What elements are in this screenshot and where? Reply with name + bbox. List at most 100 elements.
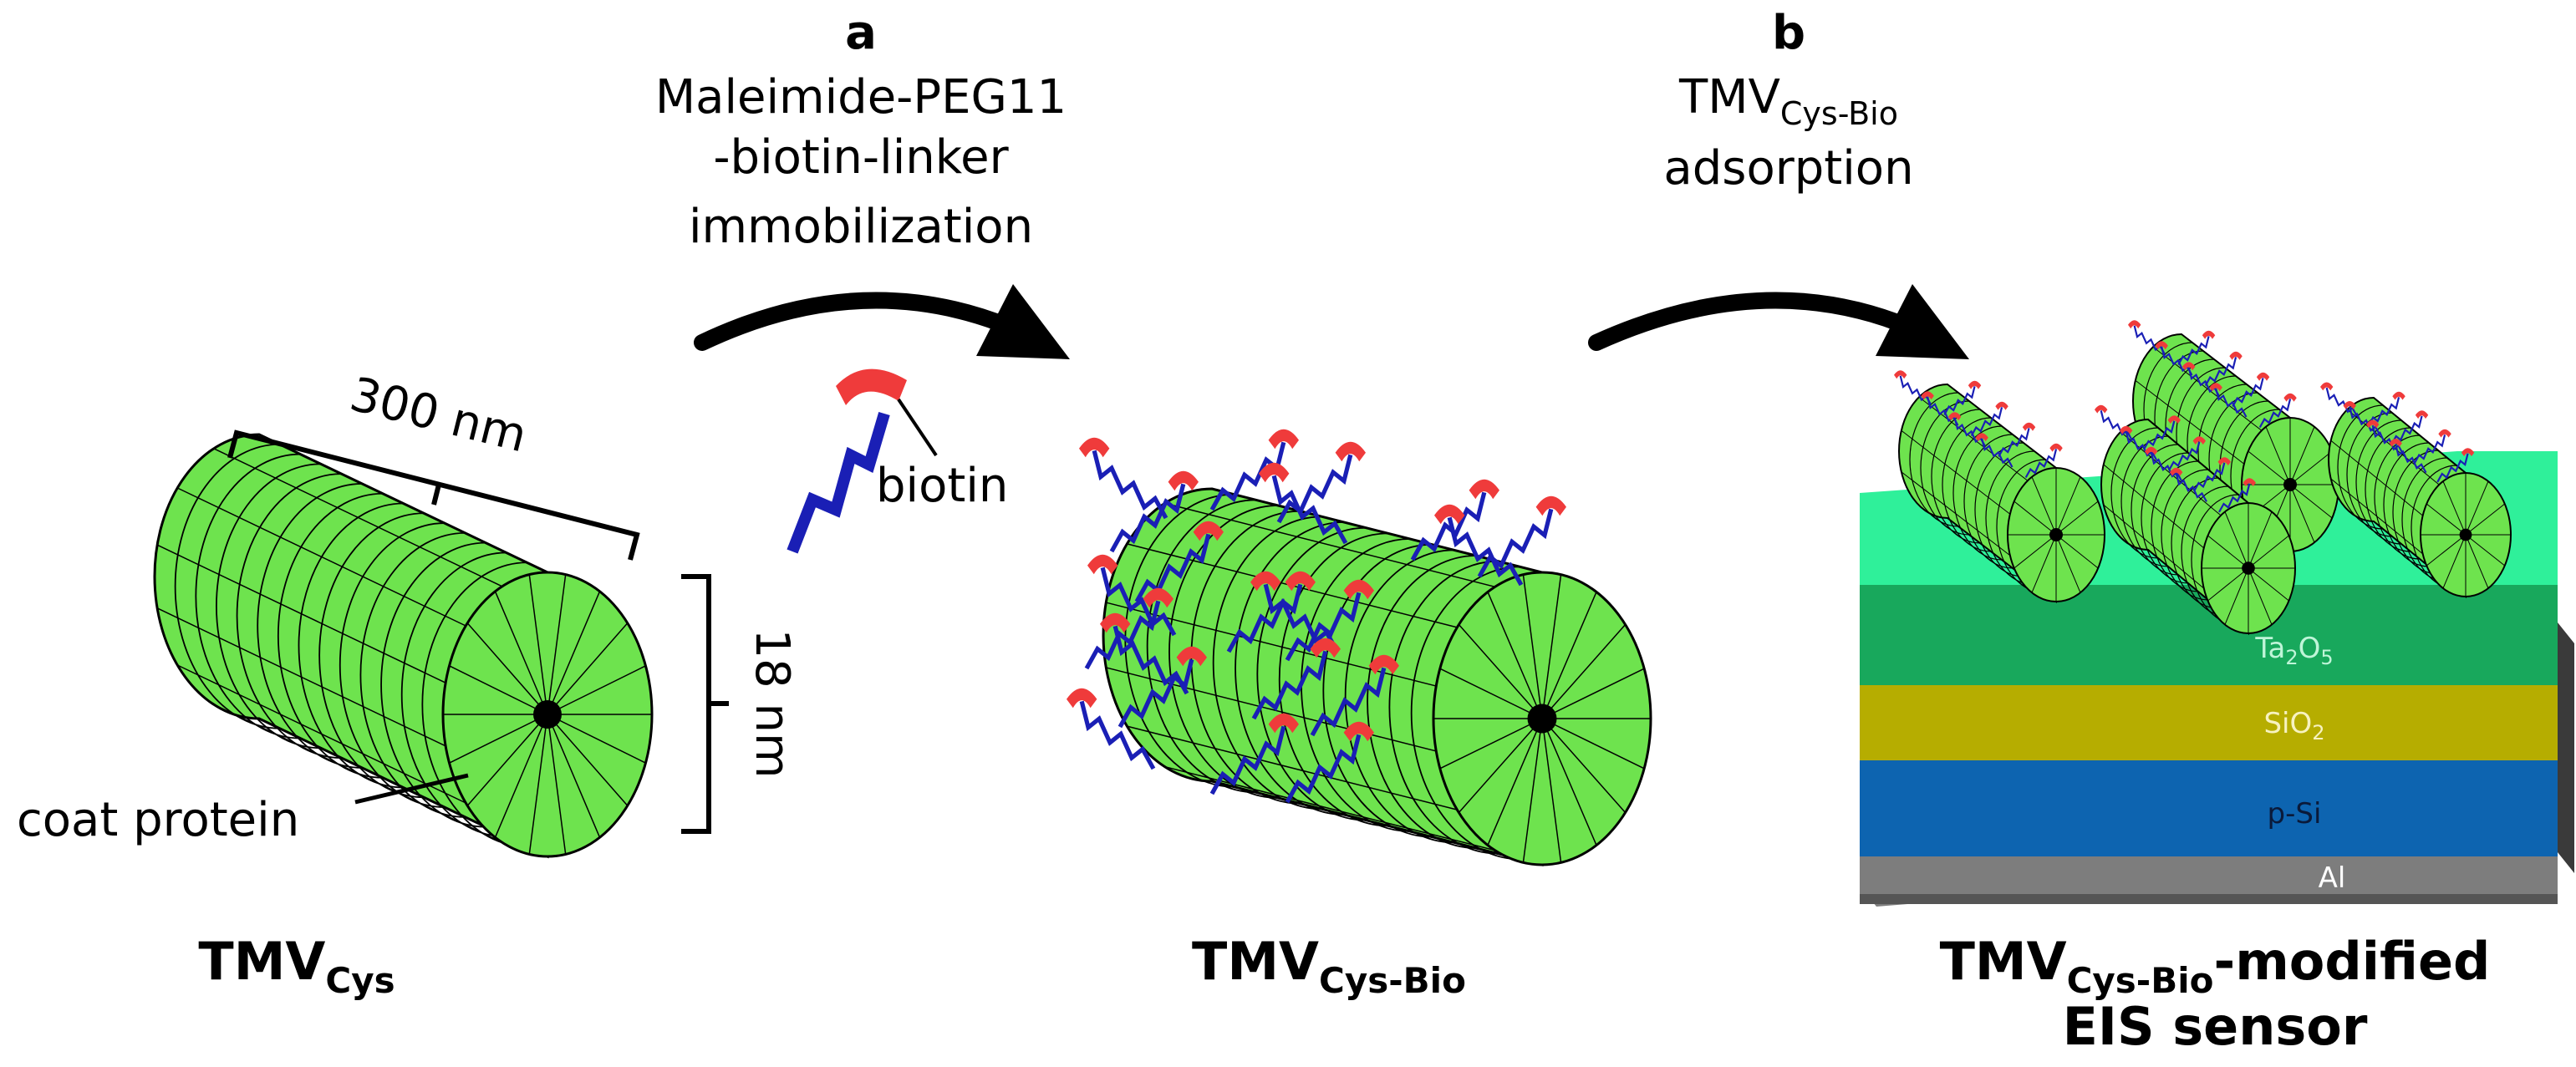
length-bracket (227, 429, 640, 561)
biotin-cap (1176, 646, 1207, 667)
linker-chain (1285, 734, 1362, 804)
linker-chain (1226, 583, 1303, 653)
biotin-cap (1168, 470, 1199, 491)
biotin-cap (2170, 467, 2183, 476)
biotin-cap (2209, 383, 2222, 392)
rod-spoke (2465, 534, 2506, 567)
rod-spoke (1541, 592, 1597, 719)
tmv-cys-rod (153, 433, 654, 859)
rod-spoke (547, 714, 601, 838)
linker-chain (2193, 462, 2226, 492)
linker-chain (1092, 450, 1168, 520)
linker-chain (1271, 475, 1348, 545)
linker-chain (2024, 449, 2058, 479)
biotin-cap (1285, 571, 1316, 592)
linker-chain (1263, 583, 1340, 653)
linker-chain (2177, 336, 2210, 366)
linker-chain (1209, 725, 1286, 795)
rod-seam (2330, 478, 2423, 555)
rod-spoke (2248, 567, 2273, 625)
rod-spoke (547, 714, 646, 764)
linker-chain (2215, 388, 2248, 418)
linker-chain (1100, 567, 1177, 637)
biotin-cap (2366, 419, 2380, 429)
biotin-cap-icon (836, 368, 907, 405)
biotin-cap (1343, 721, 1374, 742)
rod-spoke (547, 591, 601, 715)
rod-spoke (2055, 500, 2099, 536)
biotin-cap (1968, 380, 1982, 389)
step-b-line2: adsorption (1663, 141, 1913, 196)
linker-chain (1285, 592, 1362, 662)
biotin-cap (2389, 439, 2402, 447)
biotin-cap (2145, 446, 2158, 455)
rod-seam (1106, 667, 1437, 752)
biotin-cap (1434, 504, 1465, 525)
linker-chain (2143, 420, 2176, 450)
linker-chain (2232, 378, 2264, 408)
biotin-cap (2217, 457, 2231, 466)
linker-chain (1998, 428, 2030, 458)
rod-spoke (547, 714, 567, 855)
rod-spoke (547, 622, 629, 715)
biotin-cap (1921, 391, 1934, 400)
rod-spoke (466, 714, 548, 806)
rod-core (2283, 478, 2297, 491)
biotin-cap (2461, 448, 2475, 457)
rod-ring (1322, 543, 1433, 838)
adsorbed-rod (2095, 404, 2296, 636)
rod-ring (1278, 532, 1388, 827)
linker-chain (1112, 625, 1189, 695)
rod-spoke (2465, 503, 2506, 536)
biotin-cap (1975, 433, 1988, 442)
rod-spoke (1541, 718, 1562, 863)
linker-chain (2436, 453, 2469, 483)
linker-chain (2175, 473, 2207, 502)
psi-label: p-Si (2268, 797, 2322, 831)
rod-seam (156, 607, 446, 747)
biotin-cap (2022, 422, 2036, 431)
rod-ring (1256, 526, 1367, 821)
rod-seam (156, 544, 446, 683)
linker-chain (1970, 407, 2003, 437)
linker-chain (2204, 357, 2237, 387)
linker-chain (1447, 516, 1524, 587)
linker-chain (2150, 452, 2182, 481)
coat-protein-label: coat protein (17, 793, 299, 847)
biotin-label: biotin (876, 459, 1008, 513)
biotin-cap (1087, 554, 1118, 575)
biotin-cap (2192, 436, 2206, 445)
adsorbed-rod (2128, 320, 2339, 554)
rod-spoke (2289, 450, 2333, 485)
tmv-cys-caption: TMVCys (198, 931, 395, 1001)
rod-seam (2103, 504, 2205, 589)
linker-chain (1981, 438, 2013, 468)
rod-spoke (1439, 718, 1543, 770)
rod-spoke (2426, 534, 2467, 567)
rod-spoke (1541, 668, 1645, 719)
rod-spoke (2465, 480, 2489, 536)
linker-chain (1310, 667, 1387, 737)
rod-spoke (2248, 450, 2291, 485)
rod-spoke (1487, 718, 1543, 846)
rod-seam (213, 448, 503, 587)
linker-chain (2325, 387, 2358, 417)
biotin-cap (1469, 479, 1499, 500)
biotin-cap (1250, 571, 1281, 592)
arrow-a-head (976, 284, 1070, 359)
rod-spoke (1522, 718, 1543, 863)
adsorbed-tmv-rods (1894, 320, 2512, 636)
rod-spoke (494, 591, 548, 715)
sensor-caption-line2: EIS sensor (2063, 996, 2368, 1057)
rod-spoke (2224, 567, 2249, 625)
rod-spoke (2013, 534, 2057, 569)
length-label: 300 nm (344, 368, 532, 464)
step-b-label: b TMVCys-Bio adsorption (1663, 6, 1913, 196)
linker-chain (2395, 444, 2427, 474)
coat-protein-pointer (354, 773, 469, 805)
biotin-cap (2202, 330, 2216, 339)
rod-ring (1411, 566, 1520, 861)
biotin-cap (1268, 713, 1299, 734)
rod-spoke (2442, 480, 2467, 536)
